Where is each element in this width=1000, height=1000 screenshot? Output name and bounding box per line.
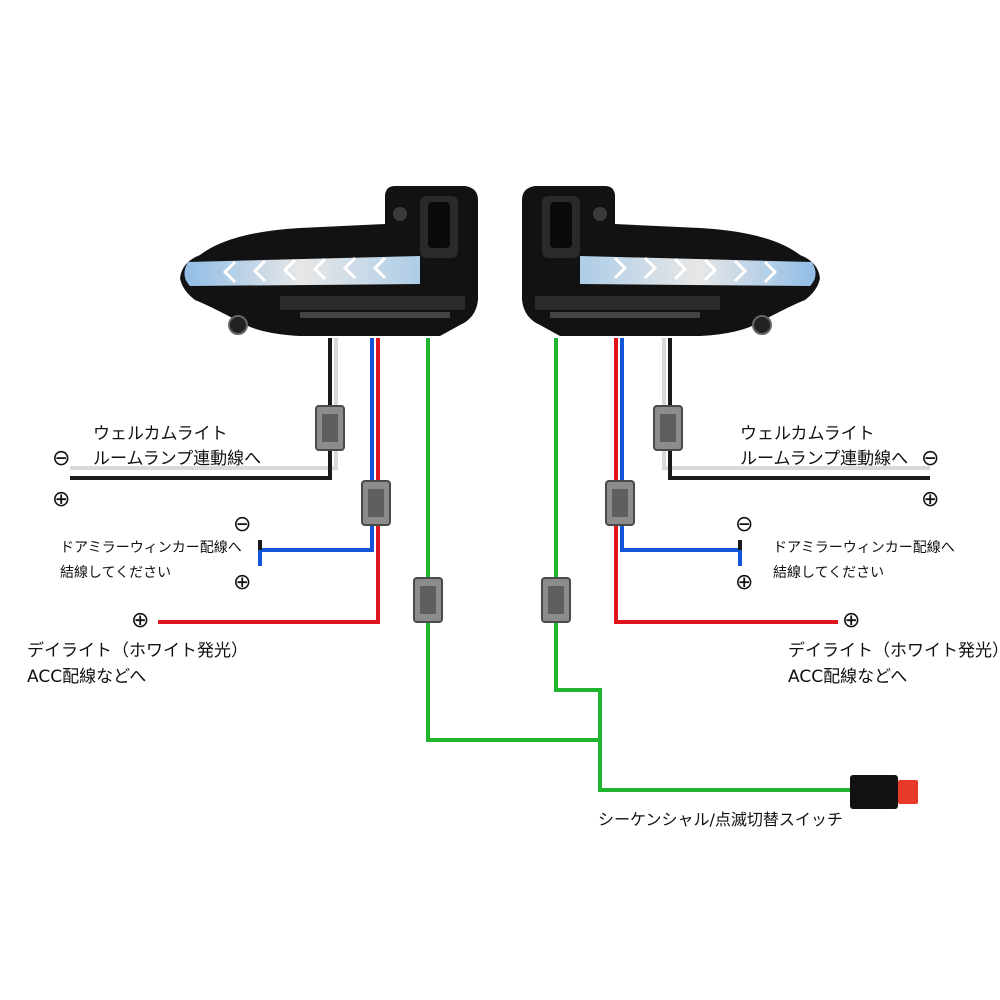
left-welcome-connector (315, 405, 345, 451)
left-day-plus-symbol: ⊕ (131, 608, 150, 633)
left-welcome-label-1: ウェルカムライト (93, 424, 228, 444)
right-door-minus-symbol: ⊖ (735, 512, 754, 537)
right-welcome-white-wire (662, 338, 930, 470)
right-green-wire (554, 338, 850, 792)
right-day-plus-symbol: ⊕ (842, 608, 861, 633)
sequential-switch (850, 775, 918, 809)
left-welcome-minus-symbol: ⊖ (52, 446, 71, 471)
left-blue-wire (258, 338, 374, 566)
right-day-label-2: ACC配線などへ (788, 667, 908, 687)
right-switch-connector (541, 577, 571, 623)
left-day-label-2: ACC配線などへ (27, 667, 147, 687)
right-welcome-label-1: ウェルカムライト (740, 424, 875, 444)
left-door-plus-symbol: ⊕ (233, 570, 252, 595)
left-welcome-white-wire (70, 338, 338, 470)
right-door-label-1: ドアミラーウィンカー配線へ (773, 540, 955, 556)
right-welcome-black-wire (668, 338, 930, 480)
left-door-label-2: 結線してください (60, 565, 172, 581)
right-day-label-1: デイライト（ホワイト発光） (788, 641, 1000, 661)
right-welcome-plus-symbol: ⊕ (921, 487, 940, 512)
right-red-wire (614, 338, 838, 624)
right-welcome-label-2: ルームランプ連動線へ (740, 449, 909, 469)
left-red-wire (158, 338, 380, 624)
left-wiring (70, 338, 600, 742)
left-welcome-plus-symbol: ⊕ (52, 487, 71, 512)
left-mirror-lamp (178, 184, 480, 338)
left-day-label-1: デイライト（ホワイト発光） (27, 641, 248, 661)
left-green-wire (426, 338, 600, 742)
switch-label: シーケンシャル/点滅切替スイッチ (598, 810, 843, 829)
right-door-label-2: 結線してください (773, 565, 885, 581)
right-mirror-lamp (520, 184, 822, 338)
right-signal-connector (605, 480, 635, 526)
left-door-minus-symbol: ⊖ (233, 512, 252, 537)
left-switch-connector (413, 577, 443, 623)
right-door-plus-symbol: ⊕ (735, 570, 754, 595)
right-wiring (554, 338, 930, 792)
left-welcome-black-wire (70, 338, 332, 480)
right-blue-wire (620, 338, 742, 566)
left-signal-connector (361, 480, 391, 526)
right-welcome-minus-symbol: ⊖ (921, 446, 940, 471)
left-welcome-label-2: ルームランプ連動線へ (93, 449, 262, 469)
left-door-label-1: ドアミラーウィンカー配線へ (60, 540, 242, 556)
right-welcome-connector (653, 405, 683, 451)
